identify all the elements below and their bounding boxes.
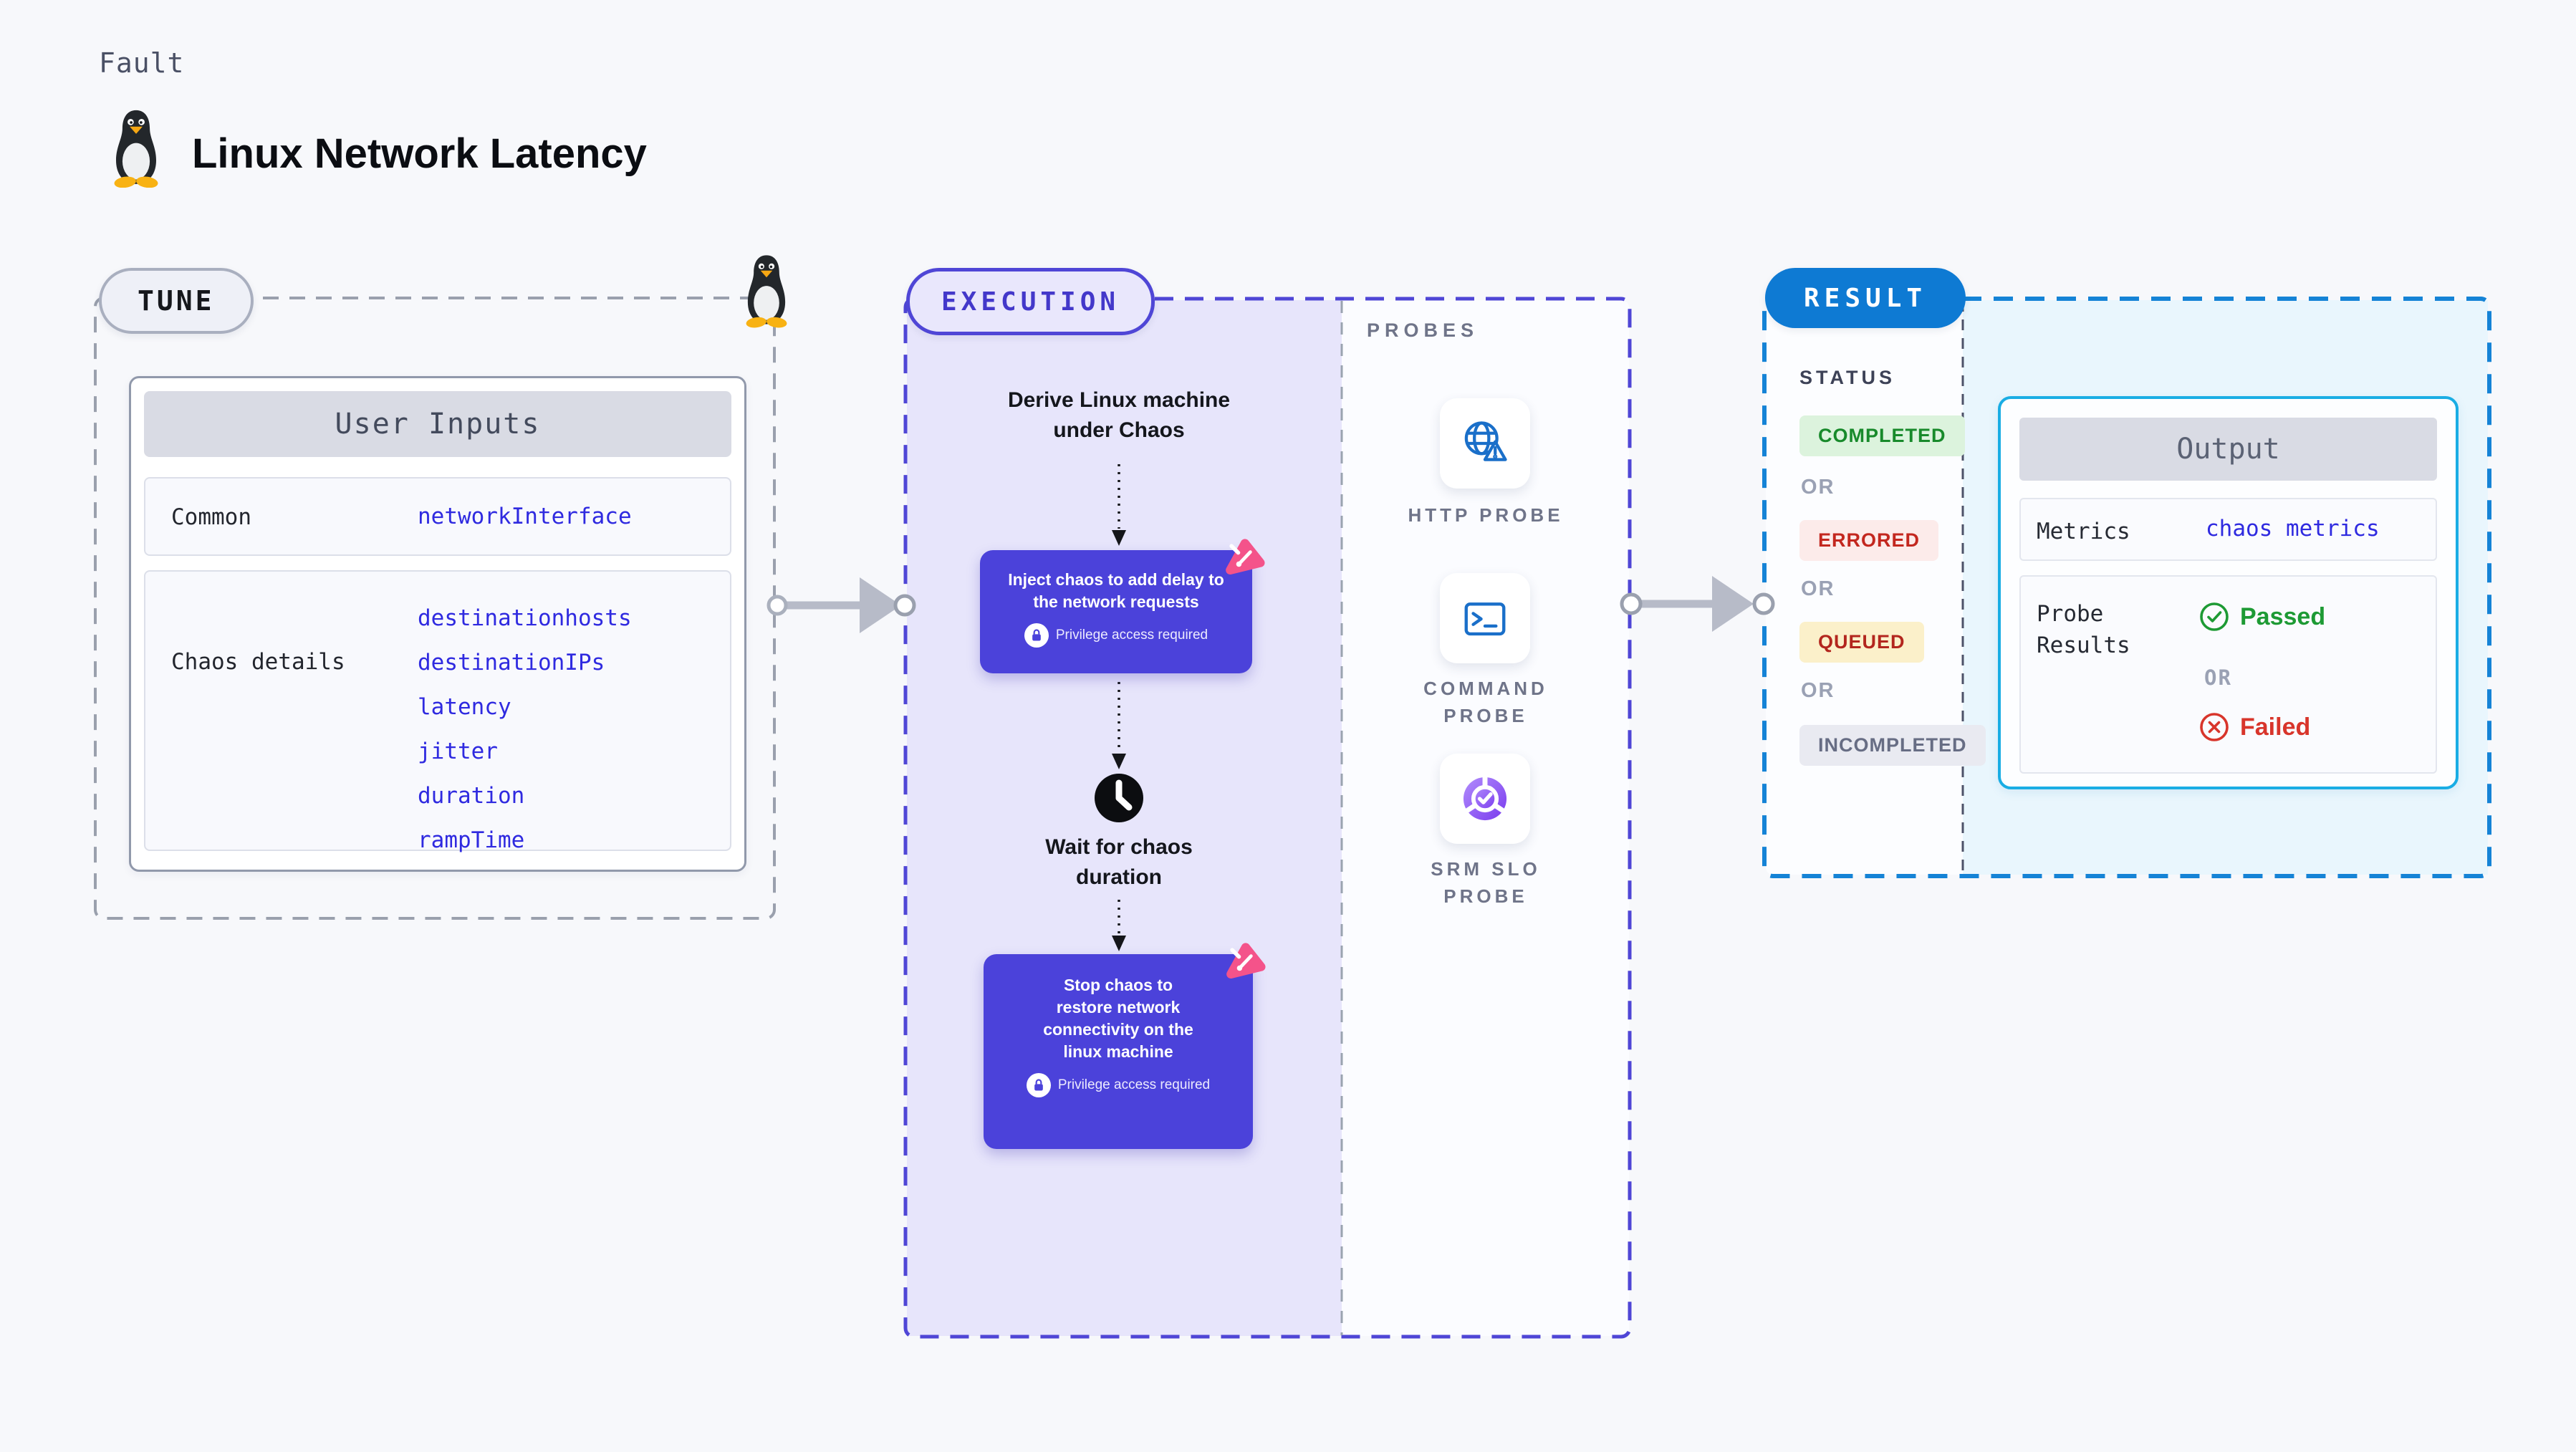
x-circle-icon: [2200, 713, 2229, 741]
result-pill[interactable]: RESULT: [1765, 268, 1966, 328]
failed-result: Failed: [2198, 711, 2310, 743]
metrics-row: Metrics chaos metrics: [2019, 498, 2437, 561]
privilege-row: Privilege access required: [980, 623, 1252, 648]
or-separator: OR: [1801, 679, 1835, 702]
derive-step-text: Derive Linux machine under Chaos: [1007, 388, 1231, 442]
status-badge-queued: QUEUED: [1799, 622, 1924, 663]
arrow-tune-to-execution: [766, 577, 916, 633]
metrics-value: chaos metrics: [2206, 516, 2380, 542]
lock-icon: [1026, 1073, 1051, 1097]
input-value: networkInterface: [418, 504, 632, 529]
input-value: duration: [418, 783, 525, 809]
status-badge-completed: COMPLETED: [1799, 415, 1965, 456]
tune-pill[interactable]: TUNE: [99, 268, 254, 334]
page-title: Linux Network Latency: [192, 130, 647, 177]
http-probe-label: HTTP PROBE: [1408, 504, 1564, 526]
status-badge-errored: ERRORED: [1799, 520, 1939, 561]
result-section-border: [1762, 297, 2491, 878]
passed-result: Passed: [2198, 601, 2325, 633]
execution-pill[interactable]: EXECUTION: [906, 268, 1155, 335]
user-inputs-card: User Inputs Common networkInterface Chao…: [129, 376, 746, 872]
chaos-icon: [1226, 943, 1266, 979]
srm-slo-probe-tile[interactable]: [1440, 754, 1530, 844]
input-value: destinationIPs: [418, 650, 605, 675]
privilege-label: Privilege access required: [1057, 1077, 1211, 1092]
status-heading: STATUS: [1799, 367, 1895, 388]
tux-penguin-icon: [114, 110, 158, 188]
or-separator: OR: [1801, 577, 1835, 600]
or-separator: OR: [2204, 665, 2232, 690]
globe-alert-icon: [1464, 421, 1507, 461]
lock-icon: [1024, 623, 1049, 648]
wait-step-text: Wait for chaos duration: [1045, 835, 1193, 889]
tune-section-border: [94, 297, 776, 920]
output-card: Output Metrics chaos metrics Probe Resul…: [1998, 396, 2459, 789]
slo-donut-icon: [1463, 775, 1507, 821]
output-title: Output: [2019, 418, 2437, 481]
inject-chaos-node[interactable]: Inject chaos to add delay to the network…: [980, 539, 1265, 673]
probe-results-row: Probe Results Passed OR Failed: [2019, 575, 2437, 774]
input-row-label: Common: [171, 504, 251, 530]
terminal-icon: [1464, 602, 1506, 636]
stop-chaos-node[interactable]: Stop chaos to restore network connectivi…: [984, 943, 1266, 1149]
http-probe-tile[interactable]: [1440, 398, 1530, 489]
fault-kicker: Fault: [99, 47, 185, 79]
arrow-execution-to-result: [1620, 576, 1775, 632]
privilege-label: Privilege access required: [1055, 628, 1208, 643]
user-inputs-title: User Inputs: [144, 391, 731, 457]
srm-slo-probe-label: SRM SLO PROBE: [1431, 858, 1541, 907]
command-probe-label: COMMAND PROBE: [1423, 678, 1548, 726]
probes-heading: PROBES: [1367, 319, 1479, 341]
tux-penguin-icon-small: [746, 255, 787, 328]
clock-icon: [1095, 774, 1143, 822]
or-separator: OR: [1801, 476, 1835, 499]
command-probe-tile[interactable]: [1440, 573, 1530, 663]
probe-results-label: Probe Results: [2037, 601, 2130, 658]
input-row-chaos-details: Chaos details destinationhosts destinati…: [144, 570, 731, 853]
input-value: destinationhosts: [418, 605, 632, 631]
flow-connector-arrowheads: [1112, 530, 1126, 951]
input-value: latency: [418, 694, 511, 720]
check-circle-icon: [2200, 602, 2229, 631]
privilege-row: Privilege access required: [984, 1073, 1253, 1097]
input-value: rampTime: [418, 827, 525, 853]
chaos-icon: [1226, 539, 1265, 575]
input-row-label: Chaos details: [171, 649, 345, 675]
input-row-common: Common networkInterface: [144, 477, 731, 556]
execution-section-border: [903, 297, 1632, 1339]
metrics-label: Metrics: [2037, 519, 2130, 544]
input-value: jitter: [418, 739, 498, 764]
status-badge-incompleted: INCOMPLETED: [1799, 725, 1986, 766]
